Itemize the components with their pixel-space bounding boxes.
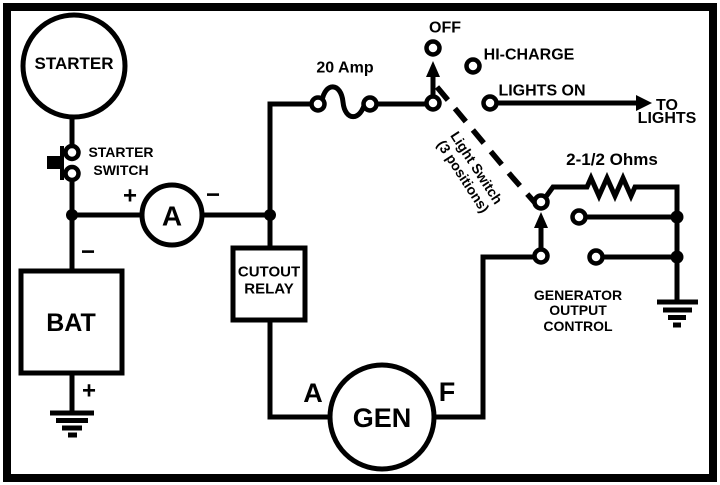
wire-cutout-to-gen-a — [267, 320, 331, 420]
battery-minus-sign: − — [80, 238, 96, 266]
fuse-rating-label: 20 Amp — [316, 59, 374, 77]
generator-output-control-label: GENERATOR OUTPUT CONTROL — [533, 287, 623, 334]
ground-symbol-battery — [50, 410, 94, 438]
generator-circle — [327, 362, 437, 472]
battery-label: BAT — [46, 308, 96, 337]
starter-label: STARTER — [34, 54, 114, 74]
switch-linkage-dashed-line — [434, 85, 540, 207]
to-lights-label: TO LIGHTS — [637, 97, 697, 127]
control-input-terminal — [532, 247, 550, 265]
off-terminal — [424, 39, 442, 57]
generator-label: GEN — [352, 402, 412, 433]
hi-charge-position-label: HI-CHARGE — [483, 46, 575, 64]
off-position-label: OFF — [429, 19, 461, 37]
ammeter-label: A — [161, 200, 183, 232]
junction-dot — [66, 209, 78, 221]
starter-switch-symbol — [47, 143, 81, 183]
cutout-relay-box — [230, 245, 308, 323]
fuse-symbol — [319, 84, 368, 120]
pushbutton-icon — [47, 156, 61, 169]
ammeter-plus-sign: + — [122, 182, 138, 210]
junction-dot — [670, 210, 684, 224]
cutout-relay-label-line1: CUTOUT — [237, 263, 301, 281]
to-lights-arrow — [497, 95, 652, 111]
control-contact-low — [587, 248, 605, 266]
arrowhead-up-icon — [534, 212, 548, 228]
fuse-terminal-right — [361, 95, 379, 113]
lights-on-terminal — [481, 94, 499, 112]
generator-terminal-a-label: A — [303, 377, 323, 408]
generator-output-control-line2: OUTPUT — [549, 302, 607, 319]
arrowhead-right-icon — [636, 95, 652, 111]
junction-dot — [670, 250, 684, 264]
starter-switch-label-line2: SWITCH — [93, 162, 149, 178]
ground-symbol-control — [657, 299, 698, 328]
starter-switch-label-line1: STARTER — [88, 144, 154, 160]
resistor-value-label: 2-1/2 Ohms — [566, 150, 658, 170]
ammeter-circle — [139, 182, 205, 248]
starter-circle — [20, 12, 128, 120]
generator-terminal-f-label: F — [438, 376, 456, 407]
wire-resistor-to-ground-bus — [542, 171, 680, 300]
control-pivot-terminal — [532, 193, 550, 211]
light-switch-position-arrow — [426, 61, 440, 96]
to-lights-label-line1: TO — [656, 97, 678, 114]
control-position-arrow — [534, 212, 548, 249]
arrowhead-up-icon — [426, 61, 440, 77]
generator-output-control-line3: CONTROL — [543, 317, 613, 334]
cutout-relay-label-line2: RELAY — [244, 280, 294, 297]
control-contact-mid — [570, 208, 588, 226]
wires — [69, 101, 680, 420]
wire-gen-f-to-control — [434, 254, 535, 420]
lights-on-position-label: LIGHTS ON — [498, 82, 586, 100]
cutout-relay-label: CUTOUT RELAY — [237, 263, 301, 298]
light-switch-pivot — [424, 94, 442, 112]
battery-box — [18, 268, 125, 376]
ammeter-minus-sign: − — [205, 181, 221, 209]
wire-riser-to-fuse — [267, 101, 312, 215]
generator-output-control-line1: GENERATOR — [533, 287, 623, 304]
junction-dot — [264, 209, 276, 221]
battery-plus-sign: + — [81, 377, 97, 405]
diagram-border — [3, 3, 717, 482]
terminals — [309, 39, 605, 266]
hi-charge-terminal — [464, 57, 482, 75]
starter-switch-label: STARTER SWITCH — [88, 143, 153, 179]
to-lights-label-line2: LIGHTS — [637, 110, 697, 127]
junction-dots — [66, 209, 684, 264]
fuse-terminal-left — [309, 95, 327, 113]
